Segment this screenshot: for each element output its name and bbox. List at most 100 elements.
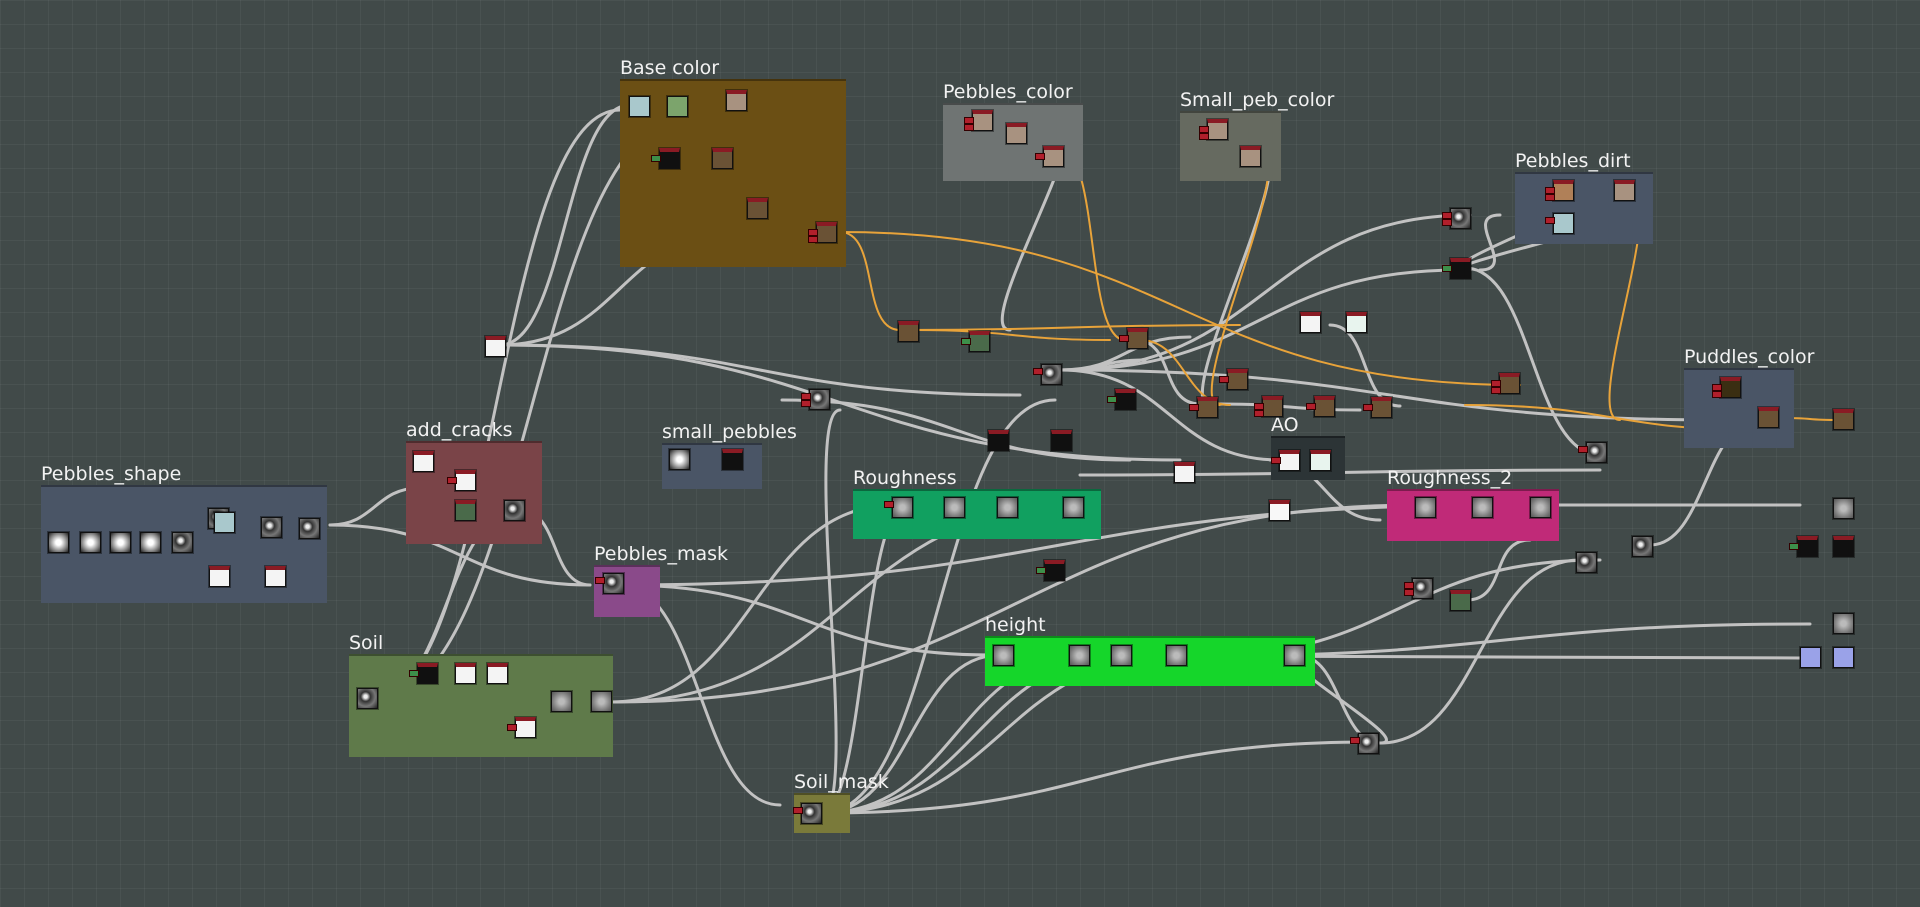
graph-node[interactable] bbox=[1189, 397, 1218, 418]
graph-node[interactable] bbox=[669, 449, 690, 470]
graph-node[interactable] bbox=[1578, 442, 1607, 463]
graph-node[interactable] bbox=[209, 566, 230, 587]
graph-node[interactable] bbox=[651, 148, 680, 169]
graph-node[interactable] bbox=[1576, 552, 1597, 573]
graph-node[interactable] bbox=[944, 497, 965, 518]
frame-pebbles-color[interactable]: Pebbles_color bbox=[943, 81, 1083, 181]
input-pin[interactable] bbox=[884, 501, 894, 508]
graph-node[interactable] bbox=[1833, 498, 1854, 519]
input-pin[interactable] bbox=[1199, 126, 1209, 133]
graph-node[interactable] bbox=[1284, 645, 1305, 666]
graph-node[interactable] bbox=[1800, 647, 1821, 668]
graph-node[interactable] bbox=[1346, 312, 1367, 333]
input-pin[interactable] bbox=[1306, 403, 1316, 410]
frame-puddles-color[interactable]: Puddles_color bbox=[1684, 346, 1814, 448]
input-pin[interactable] bbox=[1107, 396, 1117, 403]
input-pin[interactable] bbox=[1271, 457, 1281, 464]
input-pin[interactable] bbox=[1036, 567, 1046, 574]
input-pin[interactable] bbox=[409, 670, 419, 677]
input-pin[interactable] bbox=[964, 117, 974, 124]
input-pin[interactable] bbox=[1199, 133, 1209, 140]
graph-node[interactable] bbox=[1404, 578, 1433, 599]
input-pin[interactable] bbox=[1442, 219, 1452, 226]
graph-node[interactable] bbox=[1269, 500, 1290, 521]
graph-node[interactable] bbox=[1472, 497, 1493, 518]
graph-node[interactable] bbox=[1632, 536, 1653, 557]
graph-node[interactable] bbox=[1306, 396, 1335, 417]
graph-node[interactable] bbox=[884, 497, 913, 518]
graph-node[interactable] bbox=[961, 331, 990, 352]
graph-node[interactable] bbox=[1442, 258, 1471, 279]
graph-node[interactable] bbox=[1363, 397, 1392, 418]
graph-node[interactable] bbox=[993, 645, 1014, 666]
graph-node[interactable] bbox=[591, 691, 612, 712]
input-pin[interactable] bbox=[801, 400, 811, 407]
graph-node[interactable] bbox=[997, 497, 1018, 518]
graph-node[interactable] bbox=[1035, 146, 1064, 167]
graph-node[interactable] bbox=[1450, 590, 1471, 611]
graph-node[interactable] bbox=[265, 566, 286, 587]
graph-node[interactable] bbox=[964, 110, 993, 131]
graph-node[interactable] bbox=[1833, 409, 1854, 430]
graph-node[interactable] bbox=[712, 148, 733, 169]
graph-node[interactable] bbox=[487, 663, 508, 684]
input-pin[interactable] bbox=[1119, 335, 1129, 342]
graph-node[interactable] bbox=[261, 517, 282, 538]
graph-node[interactable] bbox=[1119, 328, 1148, 349]
graph-node[interactable] bbox=[1051, 430, 1072, 451]
input-pin[interactable] bbox=[1363, 404, 1373, 411]
graph-node[interactable] bbox=[485, 336, 506, 357]
input-pin[interactable] bbox=[1254, 403, 1264, 410]
input-pin[interactable] bbox=[1789, 543, 1799, 550]
input-pin[interactable] bbox=[1035, 153, 1045, 160]
input-pin[interactable] bbox=[1033, 368, 1043, 375]
graph-node[interactable] bbox=[747, 198, 768, 219]
graph-node[interactable] bbox=[722, 449, 743, 470]
input-pin[interactable] bbox=[1404, 582, 1414, 589]
input-pin[interactable] bbox=[447, 477, 457, 484]
graph-node[interactable] bbox=[447, 470, 476, 491]
graph-node[interactable] bbox=[1219, 369, 1248, 390]
input-pin[interactable] bbox=[801, 393, 811, 400]
input-pin[interactable] bbox=[793, 807, 803, 814]
graph-node[interactable] bbox=[1530, 497, 1551, 518]
graph-node[interactable] bbox=[1789, 536, 1818, 557]
graph-node[interactable] bbox=[1240, 146, 1261, 167]
input-pin[interactable] bbox=[1712, 391, 1722, 398]
graph-node[interactable] bbox=[551, 691, 572, 712]
graph-node[interactable] bbox=[1033, 364, 1062, 385]
frame-small-peb-color[interactable]: Small_peb_color bbox=[1180, 89, 1334, 181]
graph-node[interactable] bbox=[1712, 377, 1741, 398]
graph-node[interactable] bbox=[1063, 497, 1084, 518]
graph-node[interactable] bbox=[1614, 180, 1635, 201]
input-pin[interactable] bbox=[1442, 265, 1452, 272]
graph-node[interactable] bbox=[1111, 645, 1132, 666]
graph-node[interactable] bbox=[1006, 123, 1027, 144]
graph-node[interactable] bbox=[413, 451, 434, 472]
graph-node[interactable] bbox=[1491, 373, 1520, 394]
input-pin[interactable] bbox=[1545, 187, 1555, 194]
graph-node[interactable] bbox=[1174, 462, 1195, 483]
input-pin[interactable] bbox=[1350, 737, 1360, 744]
graph-node[interactable] bbox=[1415, 497, 1436, 518]
graph-node[interactable] bbox=[48, 532, 69, 553]
input-pin[interactable] bbox=[961, 338, 971, 345]
input-pin[interactable] bbox=[1545, 217, 1555, 224]
graph-node[interactable] bbox=[357, 688, 378, 709]
input-pin[interactable] bbox=[964, 124, 974, 131]
frame-soil[interactable]: Soil bbox=[349, 632, 613, 757]
graph-node[interactable] bbox=[1833, 647, 1854, 668]
graph-node[interactable] bbox=[1310, 450, 1331, 471]
graph-node[interactable] bbox=[1036, 560, 1065, 581]
input-pin[interactable] bbox=[1491, 387, 1501, 394]
graph-node[interactable] bbox=[1300, 312, 1321, 333]
graph-node[interactable] bbox=[214, 512, 235, 533]
frame-pebbles-dirt[interactable]: Pebbles_dirt bbox=[1515, 150, 1653, 244]
graph-node[interactable] bbox=[801, 389, 830, 410]
input-pin[interactable] bbox=[1404, 589, 1414, 596]
graph-node[interactable] bbox=[808, 222, 837, 243]
input-pin[interactable] bbox=[1189, 404, 1199, 411]
input-pin[interactable] bbox=[1254, 410, 1264, 417]
graph-node[interactable] bbox=[110, 532, 131, 553]
input-pin[interactable] bbox=[1578, 446, 1588, 453]
